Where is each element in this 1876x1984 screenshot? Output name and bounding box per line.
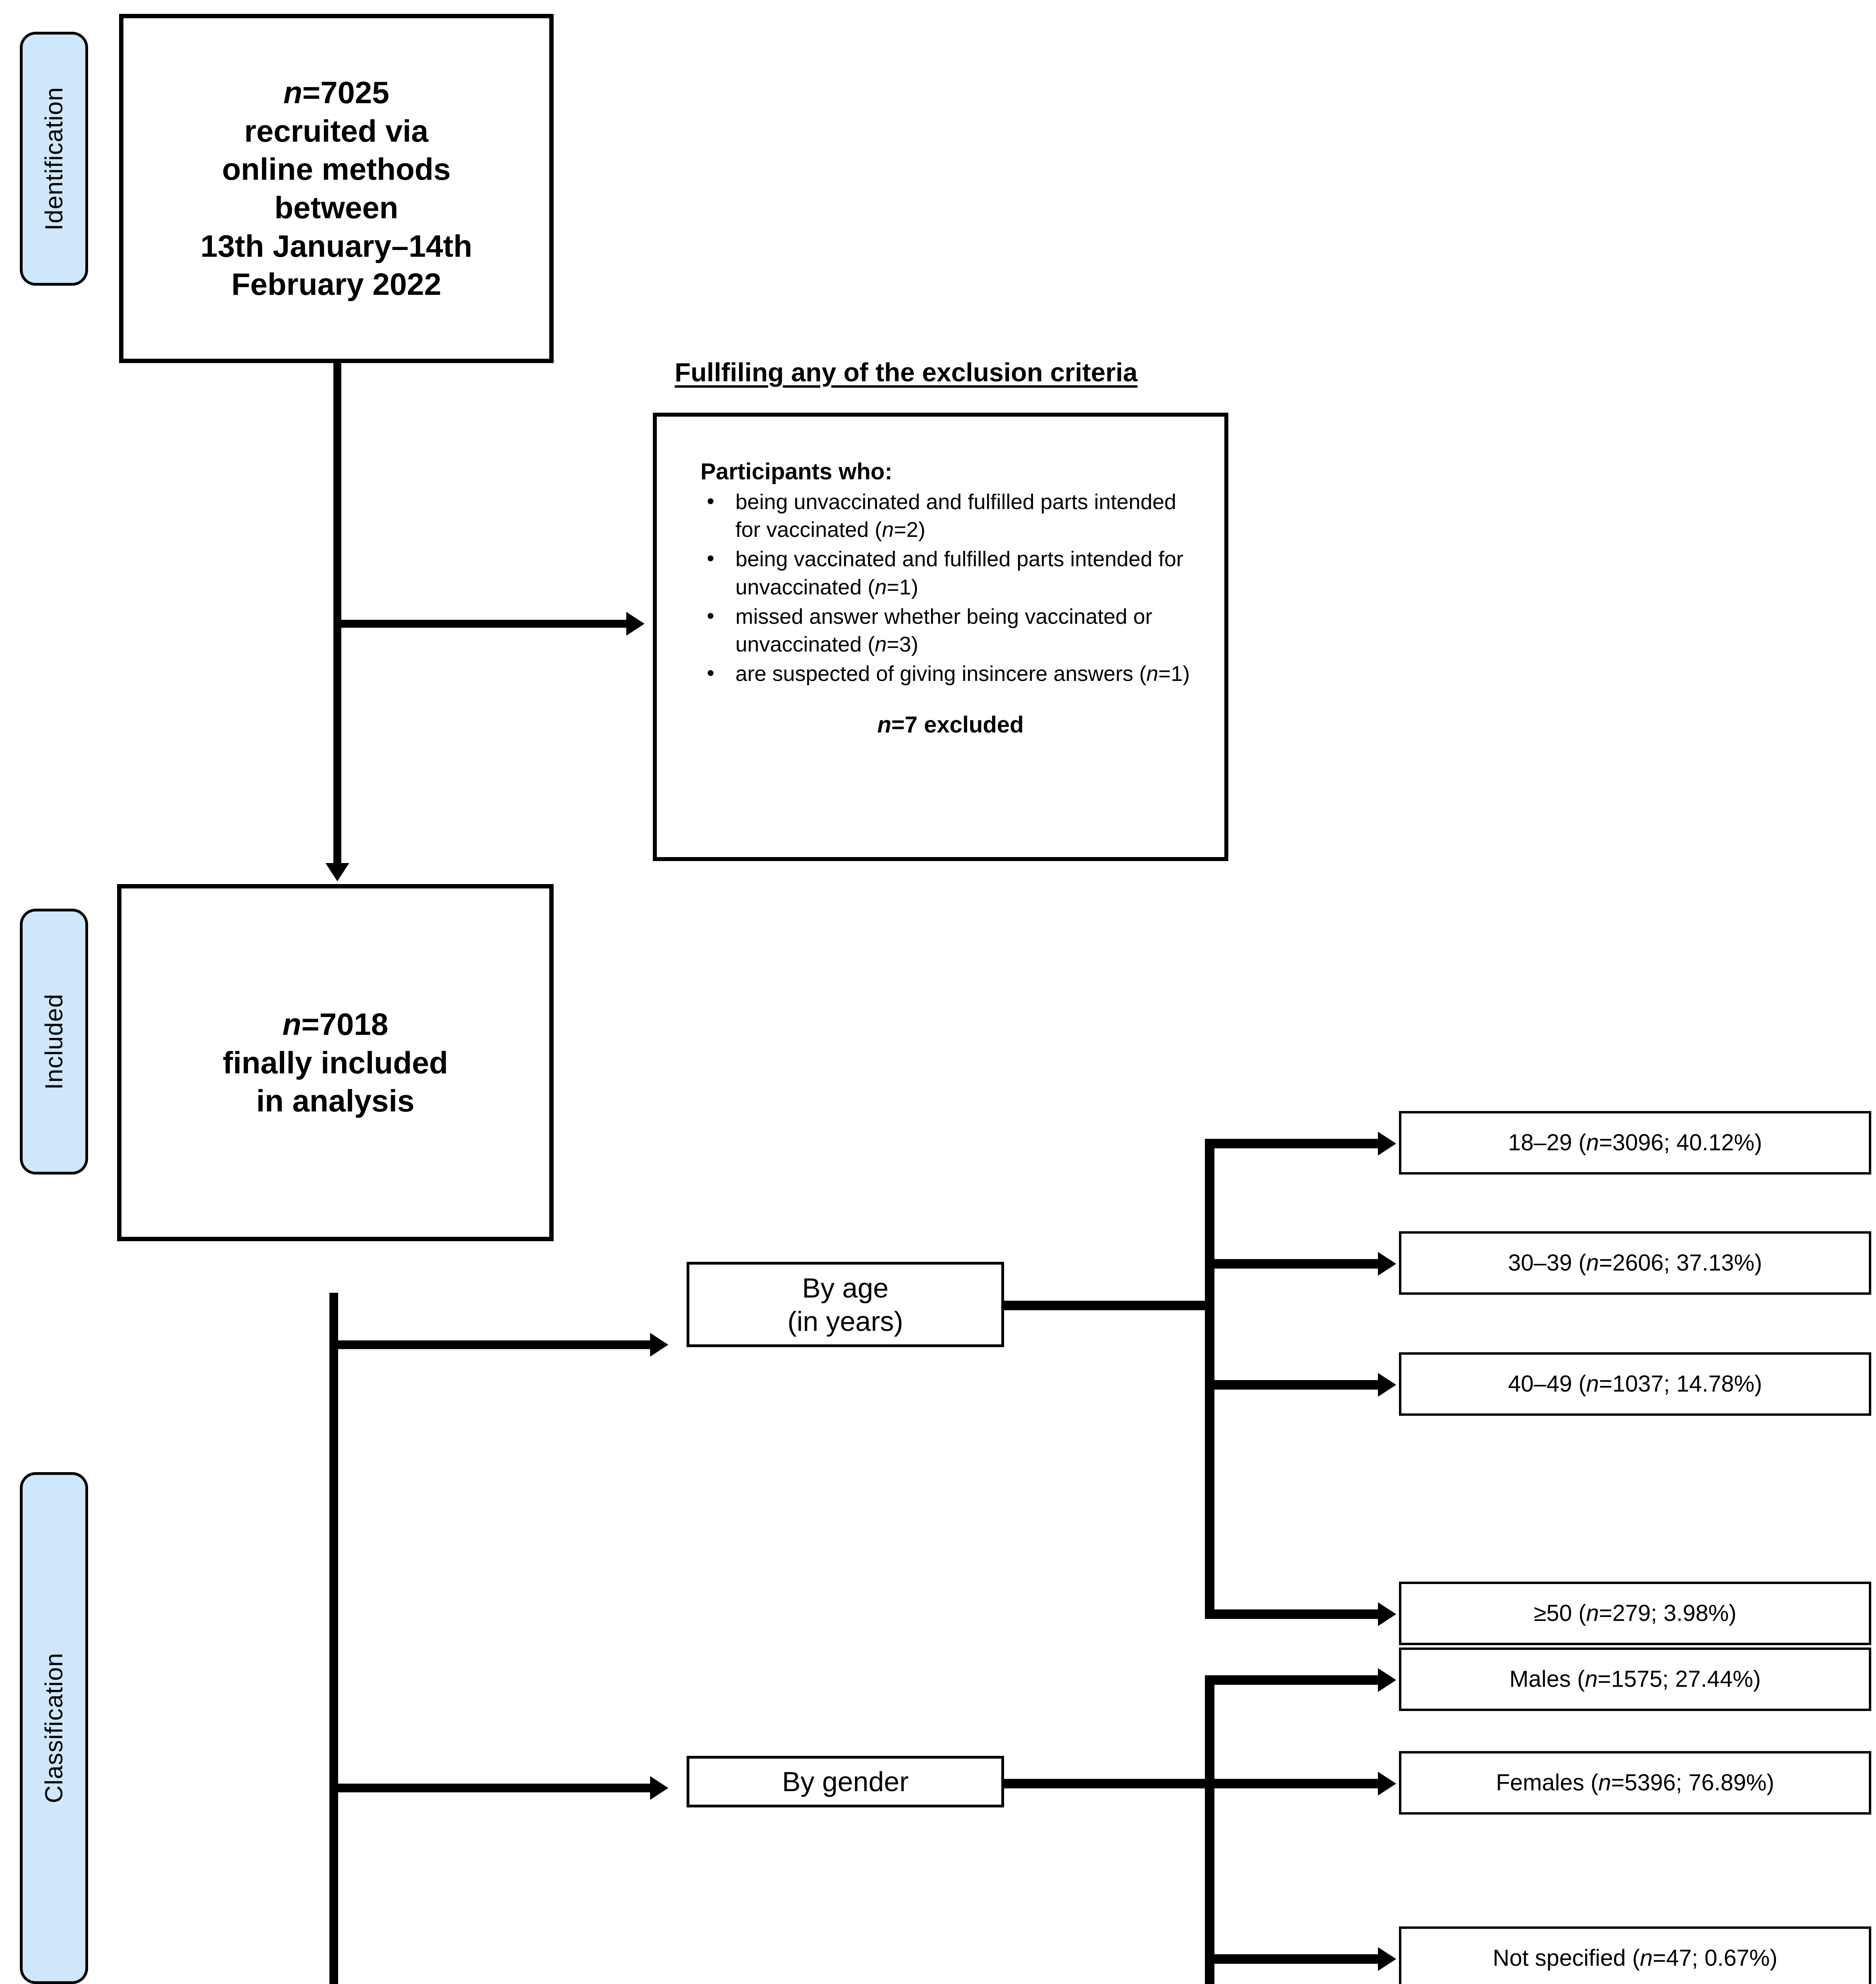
box-gender-females: Females (n=5396; 76.89%) bbox=[1399, 1751, 1871, 1815]
exclusion-intro: Participants who: bbox=[700, 459, 893, 484]
arrowhead-age-child-1 bbox=[1378, 1132, 1396, 1155]
exclusion-criteria-item: missed answer whether being vaccinated o… bbox=[700, 602, 1201, 658]
box-gender-males: Males (n=1575; 27.44%) bbox=[1399, 1648, 1871, 1711]
arrowhead-age-child-3 bbox=[1378, 1373, 1396, 1397]
box-gender-males-label: Males (n=1575; 27.44%) bbox=[1509, 1666, 1761, 1692]
stage-label-included: Included bbox=[40, 993, 68, 1090]
connector-age-child-2 bbox=[1205, 1259, 1380, 1269]
connector-classification-spine bbox=[329, 1293, 338, 1984]
arrowhead-gender-child-2 bbox=[1378, 1772, 1396, 1796]
stage-pill-included: Included bbox=[20, 909, 88, 1175]
exclusion-total: n=7 excluded bbox=[877, 712, 1024, 738]
box-group-by-age: By age (in years) bbox=[687, 1262, 1004, 1347]
connector-age-child-4 bbox=[1205, 1609, 1380, 1619]
stage-label-classification: Classification bbox=[40, 1653, 68, 1803]
exclusion-criteria-item: being vaccinated and fulfilled parts int… bbox=[700, 544, 1201, 601]
arrowhead-to-exclusion bbox=[626, 612, 645, 636]
arrowhead-age-child-4 bbox=[1378, 1602, 1396, 1626]
box-age-40-49: 40–49 (n=1037; 14.78%) bbox=[1399, 1352, 1871, 1416]
box-age-18-29: 18–29 (n=3096; 40.12%) bbox=[1399, 1111, 1871, 1175]
connector-age-child-1 bbox=[1205, 1139, 1380, 1148]
box-age-30-39: 30–39 (n=2606; 37.13%) bbox=[1399, 1231, 1871, 1295]
exclusion-item-text: are suspected of giving insincere answer… bbox=[735, 662, 1190, 686]
box-age-18-29-label: 18–29 (n=3096; 40.12%) bbox=[1508, 1130, 1762, 1156]
connector-to-by-age bbox=[329, 1340, 651, 1349]
exclusion-item-text: being vaccinated and fulfilled parts int… bbox=[735, 547, 1183, 599]
box-group-by-age-label: By age (in years) bbox=[787, 1272, 903, 1337]
connector-gender-stem bbox=[1004, 1779, 1210, 1788]
exclusion-criteria-item: are suspected of giving insincere answer… bbox=[700, 659, 1201, 688]
connector-gender-child-3 bbox=[1205, 1954, 1380, 1964]
arrowhead-to-by-age bbox=[650, 1333, 668, 1357]
exclusion-item-text: missed answer whether being vaccinated o… bbox=[735, 604, 1153, 656]
stage-pill-classification: Classification bbox=[20, 1472, 88, 1984]
arrowhead-to-included bbox=[325, 863, 349, 881]
box-age-40-49-label: 40–49 (n=1037; 14.78%) bbox=[1508, 1371, 1762, 1397]
box-age-50-plus: ≥50 (n=279; 3.98%) bbox=[1399, 1582, 1871, 1645]
box-group-by-gender-label: By gender bbox=[782, 1766, 909, 1797]
connector-recruited-to-included bbox=[333, 363, 341, 871]
arrowhead-to-by-gender bbox=[650, 1776, 668, 1800]
exclusion-heading: Fullfiling any of the exclusion criteria bbox=[675, 358, 1138, 387]
box-gender-not-specified: Not specified (n=47; 0.67%) bbox=[1399, 1926, 1871, 1984]
connector-age-child-3 bbox=[1205, 1380, 1380, 1390]
arrowhead-gender-child-1 bbox=[1378, 1668, 1396, 1692]
exclusion-criteria-item: being unvaccinated and fulfilled parts i… bbox=[700, 487, 1201, 544]
connector-to-exclusion bbox=[333, 620, 627, 628]
box-gender-females-label: Females (n=5396; 76.89%) bbox=[1496, 1770, 1774, 1796]
connector-gender-child-1 bbox=[1205, 1675, 1380, 1685]
exclusion-item-text: being unvaccinated and fulfilled parts i… bbox=[735, 490, 1176, 542]
arrowhead-age-child-2 bbox=[1378, 1252, 1396, 1276]
stage-pill-identification: Identification bbox=[20, 32, 88, 286]
box-group-by-gender: By gender bbox=[687, 1756, 1004, 1807]
box-exclusion-criteria: Participants who: being unvaccinated and… bbox=[653, 413, 1228, 861]
connector-age-stem bbox=[1004, 1301, 1210, 1310]
box-age-30-39-label: 30–39 (n=2606; 37.13%) bbox=[1508, 1250, 1762, 1276]
connector-gender-child-2 bbox=[1205, 1779, 1380, 1788]
connector-age-bus bbox=[1205, 1139, 1214, 1619]
box-gender-not-specified-label: Not specified (n=47; 0.67%) bbox=[1493, 1945, 1778, 1971]
connector-to-by-gender bbox=[329, 1784, 651, 1792]
exclusion-criteria-list: being unvaccinated and fulfilled parts i… bbox=[700, 487, 1201, 688]
arrowhead-gender-child-3 bbox=[1378, 1947, 1396, 1971]
box-age-50-plus-label: ≥50 (n=279; 3.98%) bbox=[1534, 1600, 1737, 1626]
connector-gender-bus bbox=[1205, 1675, 1214, 1984]
stage-label-identification: Identification bbox=[40, 87, 68, 231]
